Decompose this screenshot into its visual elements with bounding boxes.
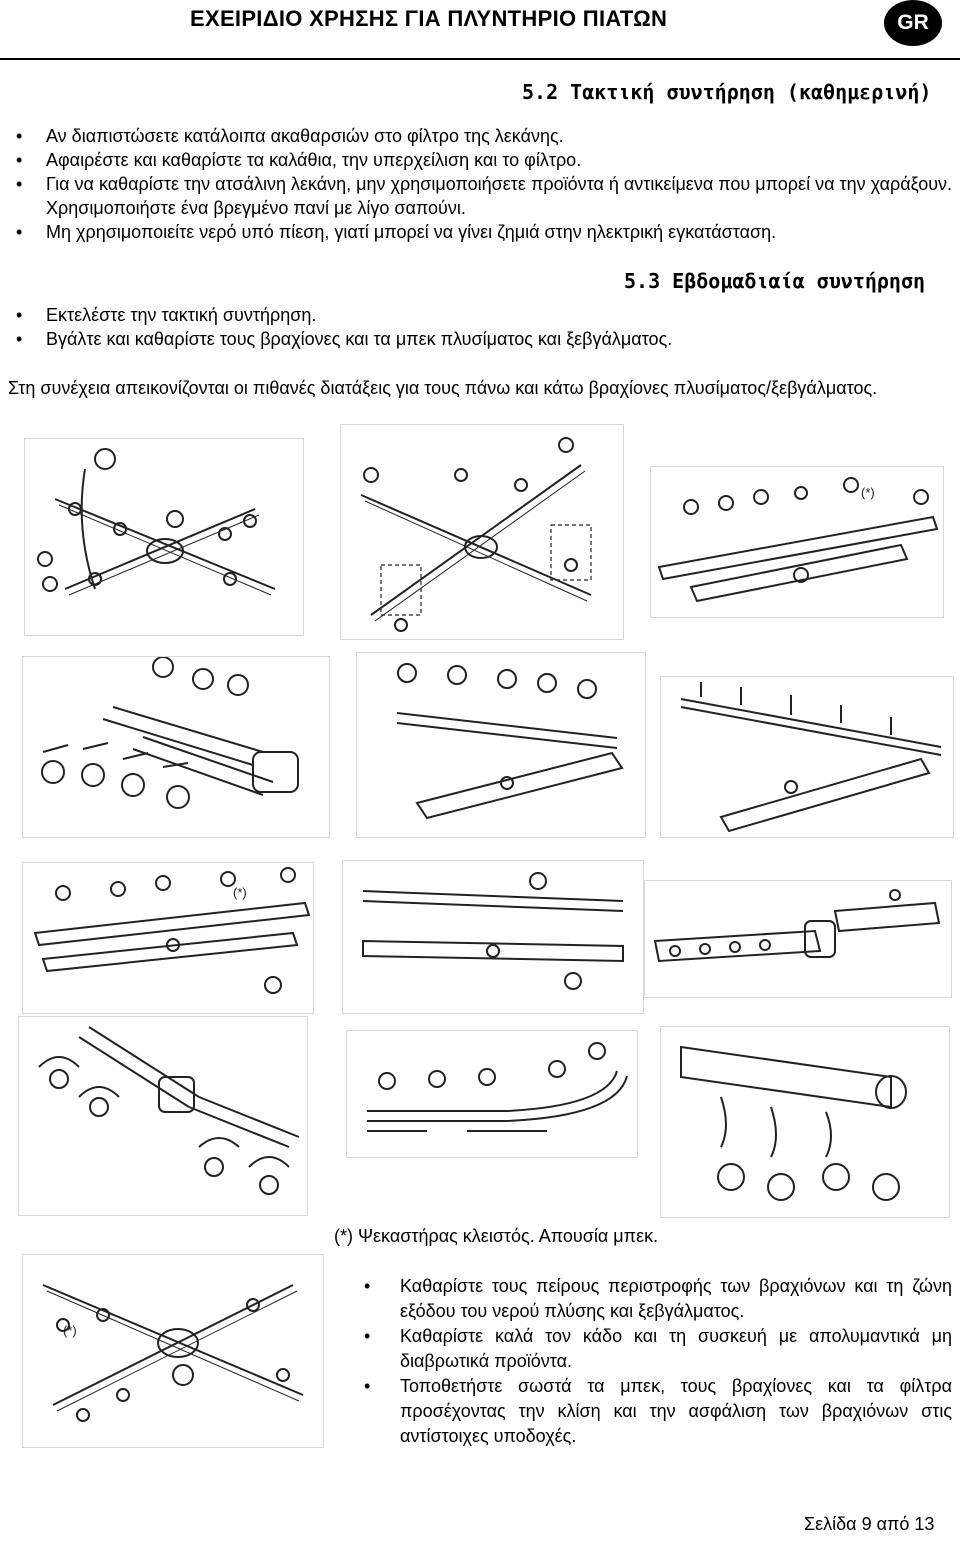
arms-intro-paragraph: Στη συνέχεια απεικονίζονται οι πιθανές δ…: [8, 378, 878, 398]
figure-cross-arm-exploded: [24, 438, 304, 636]
figure-straight-arm-bottom: (*): [22, 862, 314, 1014]
list-item: Μη χρησιμοποιείτε νερό υπό πίεση, γιατί …: [8, 220, 956, 244]
document-title: ΕΧΕΙΡΙΔΙΟ ΧΡΗΣΗΣ ΓΙΑ ΠΛΥΝΤΗΡΙΟ ΠΙΑΤΩΝ: [190, 6, 668, 31]
figure-cross-arm-variant: [340, 424, 624, 640]
short-tube-arm-drawing: [653, 889, 941, 963]
figure-upper-arm-long: [356, 652, 646, 838]
page-number: Σελίδα 9 από 13: [804, 1514, 935, 1534]
cross-arm-variant-drawing: [360, 437, 592, 632]
asterisk-marker: (*): [861, 485, 875, 500]
upper-arm-long-drawing: [396, 663, 624, 820]
list-item: Καθαρίστε καλά τον κάδο και τη συσκευή μ…: [364, 1324, 952, 1374]
list-item: Τοποθετήστε σωστά τα μπεκ, τους βραχίονε…: [364, 1374, 952, 1449]
figure-straight-arm-closed: (*): [650, 466, 944, 618]
language-badge: GR: [884, 0, 942, 46]
section-heading-daily: 5.2 Τακτική συντήρηση (καθημερινή): [522, 80, 932, 104]
wide-arm-drawing: [362, 872, 624, 990]
curved-arm-drawing: [367, 1042, 628, 1132]
tube-arm-drawing: [41, 657, 299, 809]
list-item: Καθαρίστε τους πείρους περιστροφής των β…: [364, 1274, 952, 1324]
upper-arm-pins-drawing: [680, 682, 942, 833]
figure-short-tube-arm: [644, 880, 952, 998]
daily-maintenance-list: Αν διαπιστώσετε κατάλοιπα ακαθαρσιών στο…: [8, 124, 956, 244]
list-item: Εκτελέστε την τακτική συντήρηση.: [8, 303, 956, 327]
figure-lower-tube-arm: [18, 1016, 308, 1216]
weekly-maintenance-list: Εκτελέστε την τακτική συντήρηση. Βγάλτε …: [8, 303, 956, 351]
list-item: Για να καθαρίστε την ατσάλινη λεκάνη, μη…: [8, 172, 956, 220]
figure-cross-arm-closed: (*): [22, 1254, 324, 1448]
figure-upper-arm-pins: [660, 676, 954, 838]
header-divider: [0, 58, 960, 60]
straight-arm-bottom-drawing: (*): [33, 867, 311, 994]
asterisk-marker: (*): [63, 1323, 77, 1338]
asterisk-marker: (*): [233, 885, 247, 900]
figure-curved-arm: [346, 1030, 638, 1158]
lower-tube-arm-drawing: [38, 1026, 300, 1195]
section-heading-weekly: 5.3 Εβδομαδιαία συντήρηση: [624, 269, 926, 293]
figure-tube-arm-exploded: [22, 656, 330, 838]
cross-arm-drawing: [37, 448, 276, 596]
cleaning-instructions-list: Καθαρίστε τους πείρους περιστροφής των β…: [364, 1274, 952, 1449]
cross-arm-closed-drawing: (*): [42, 1284, 304, 1422]
list-item: Αφαιρέστε και καθαρίστε τα καλάθια, την …: [8, 148, 956, 172]
figure-caption: (*) Ψεκαστήρας κλειστός. Απουσία μπεκ.: [334, 1226, 659, 1246]
list-item: Αν διαπιστώσετε κατάλοιπα ακαθαρσιών στο…: [8, 124, 956, 148]
list-item: Βγάλτε και καθαρίστε τους βραχίονες και …: [8, 327, 956, 351]
figure-wide-arm: [342, 860, 644, 1014]
straight-arm-drawing: (*): [657, 477, 939, 603]
figure-big-tube-arm: [660, 1026, 950, 1218]
big-tube-arm-drawing: [680, 1045, 907, 1201]
